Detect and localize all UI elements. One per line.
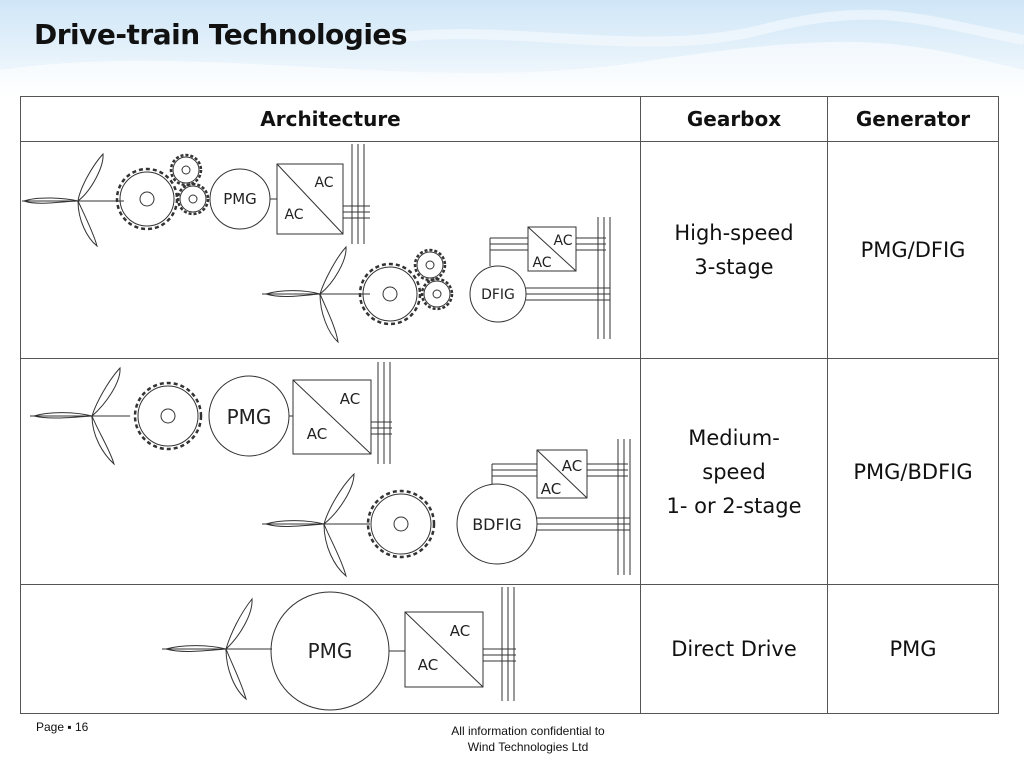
converter-label: AC: [418, 656, 438, 674]
machine-label: PMG: [223, 190, 257, 208]
gearbox-cell-direct-drive: Direct Drive: [640, 584, 828, 714]
machine-label: DFIG: [481, 287, 515, 303]
page-number: Page ▪ 16: [36, 720, 89, 734]
wind-turbine-rotor-icon: [262, 245, 370, 344]
large-gear-icon: [115, 167, 179, 231]
converter-label: AC: [450, 622, 470, 640]
table-row-medium-speed: PMG AC AC BDFIG AC AC Medium- speed 1- o…: [20, 358, 999, 585]
generator-cell-high-speed: PMG/DFIG: [827, 141, 999, 359]
grid-busbar-icon: [377, 362, 391, 464]
gearbox-text: speed: [702, 459, 766, 484]
converter-label: AC: [553, 233, 572, 249]
gearbox-text: Direct Drive: [671, 637, 797, 661]
architecture-cell-direct-drive: PMG AC AC: [20, 584, 641, 714]
gearbox-text: High-speed: [674, 221, 794, 245]
converter-label: AC: [314, 175, 333, 191]
architecture-cell-medium-speed: PMG AC AC BDFIG AC AC: [20, 358, 641, 585]
generator-cell-medium-speed: PMG/BDFIG: [827, 358, 999, 585]
confidentiality-notice: All information confidential to Wind Tec…: [418, 723, 638, 755]
drive-train-table: Architecture Gearbox Generator: [20, 96, 999, 714]
gearbox-text: 3-stage: [694, 255, 774, 279]
header-generator: Generator: [827, 96, 999, 142]
table-header-row: Architecture Gearbox Generator: [20, 96, 999, 142]
grid-busbar-icon: [501, 587, 515, 701]
converter-label: AC: [532, 255, 551, 271]
header-architecture: Architecture: [20, 96, 641, 142]
header-gearbox: Gearbox: [640, 96, 828, 142]
table-row-direct-drive: PMG AC AC Direct Drive PMG: [20, 584, 999, 714]
table-row-high-speed: PMG AC AC DFIG AC AC High-speed 3-stage …: [20, 141, 999, 359]
confidentiality-line: Wind Technologies Ltd: [467, 740, 589, 754]
wind-turbine-rotor-icon: [22, 152, 124, 248]
gearbox-cell-high-speed: High-speed 3-stage: [640, 141, 828, 359]
grid-busbar-icon: [351, 144, 365, 244]
converter-label: AC: [307, 425, 327, 443]
converter-label: AC: [340, 390, 360, 408]
small-gear-icon: [169, 153, 210, 216]
ac-ac-converter-icon: [404, 611, 484, 688]
converter-label: AC: [284, 207, 303, 223]
large-gear-icon: [366, 489, 436, 559]
small-gear-icon: [413, 248, 454, 311]
slide-title: Drive-train Technologies: [34, 18, 408, 51]
machine-label: PMG: [227, 405, 272, 429]
wind-turbine-rotor-icon: [262, 472, 370, 578]
wind-turbine-rotor-icon: [162, 597, 272, 701]
gearbox-text: 1- or 2-stage: [666, 493, 802, 518]
machine-label: BDFIG: [472, 515, 522, 534]
confidentiality-line: All information confidential to: [451, 724, 605, 738]
ac-ac-converter-icon: [292, 379, 372, 455]
converter-label: AC: [541, 480, 561, 498]
ac-ac-converter-icon: [527, 226, 577, 272]
large-gear-icon: [358, 262, 422, 326]
large-gear-icon: [133, 381, 203, 451]
architecture-cell-high-speed: PMG AC AC DFIG AC AC: [20, 141, 641, 359]
grid-busbar-icon: [617, 439, 631, 575]
grid-busbar-icon: [597, 217, 611, 339]
converter-label: AC: [562, 457, 582, 475]
direct-drive-diagram: PMG AC AC: [162, 587, 516, 711]
machine-label: PMG: [308, 639, 353, 663]
ac-ac-converter-icon: [536, 449, 588, 499]
medium-speed-drivetrain-diagram: PMG AC AC BDFIG AC AC: [30, 362, 631, 578]
wind-turbine-rotor-icon: [30, 366, 130, 466]
ac-ac-converter-icon: [276, 163, 344, 235]
high-speed-drivetrain-diagram: PMG AC AC DFIG AC AC: [22, 144, 611, 344]
gearbox-text: Medium-: [688, 425, 780, 450]
gearbox-cell-medium-speed: Medium- speed 1- or 2-stage: [640, 358, 828, 585]
generator-cell-direct-drive: PMG: [827, 584, 999, 714]
